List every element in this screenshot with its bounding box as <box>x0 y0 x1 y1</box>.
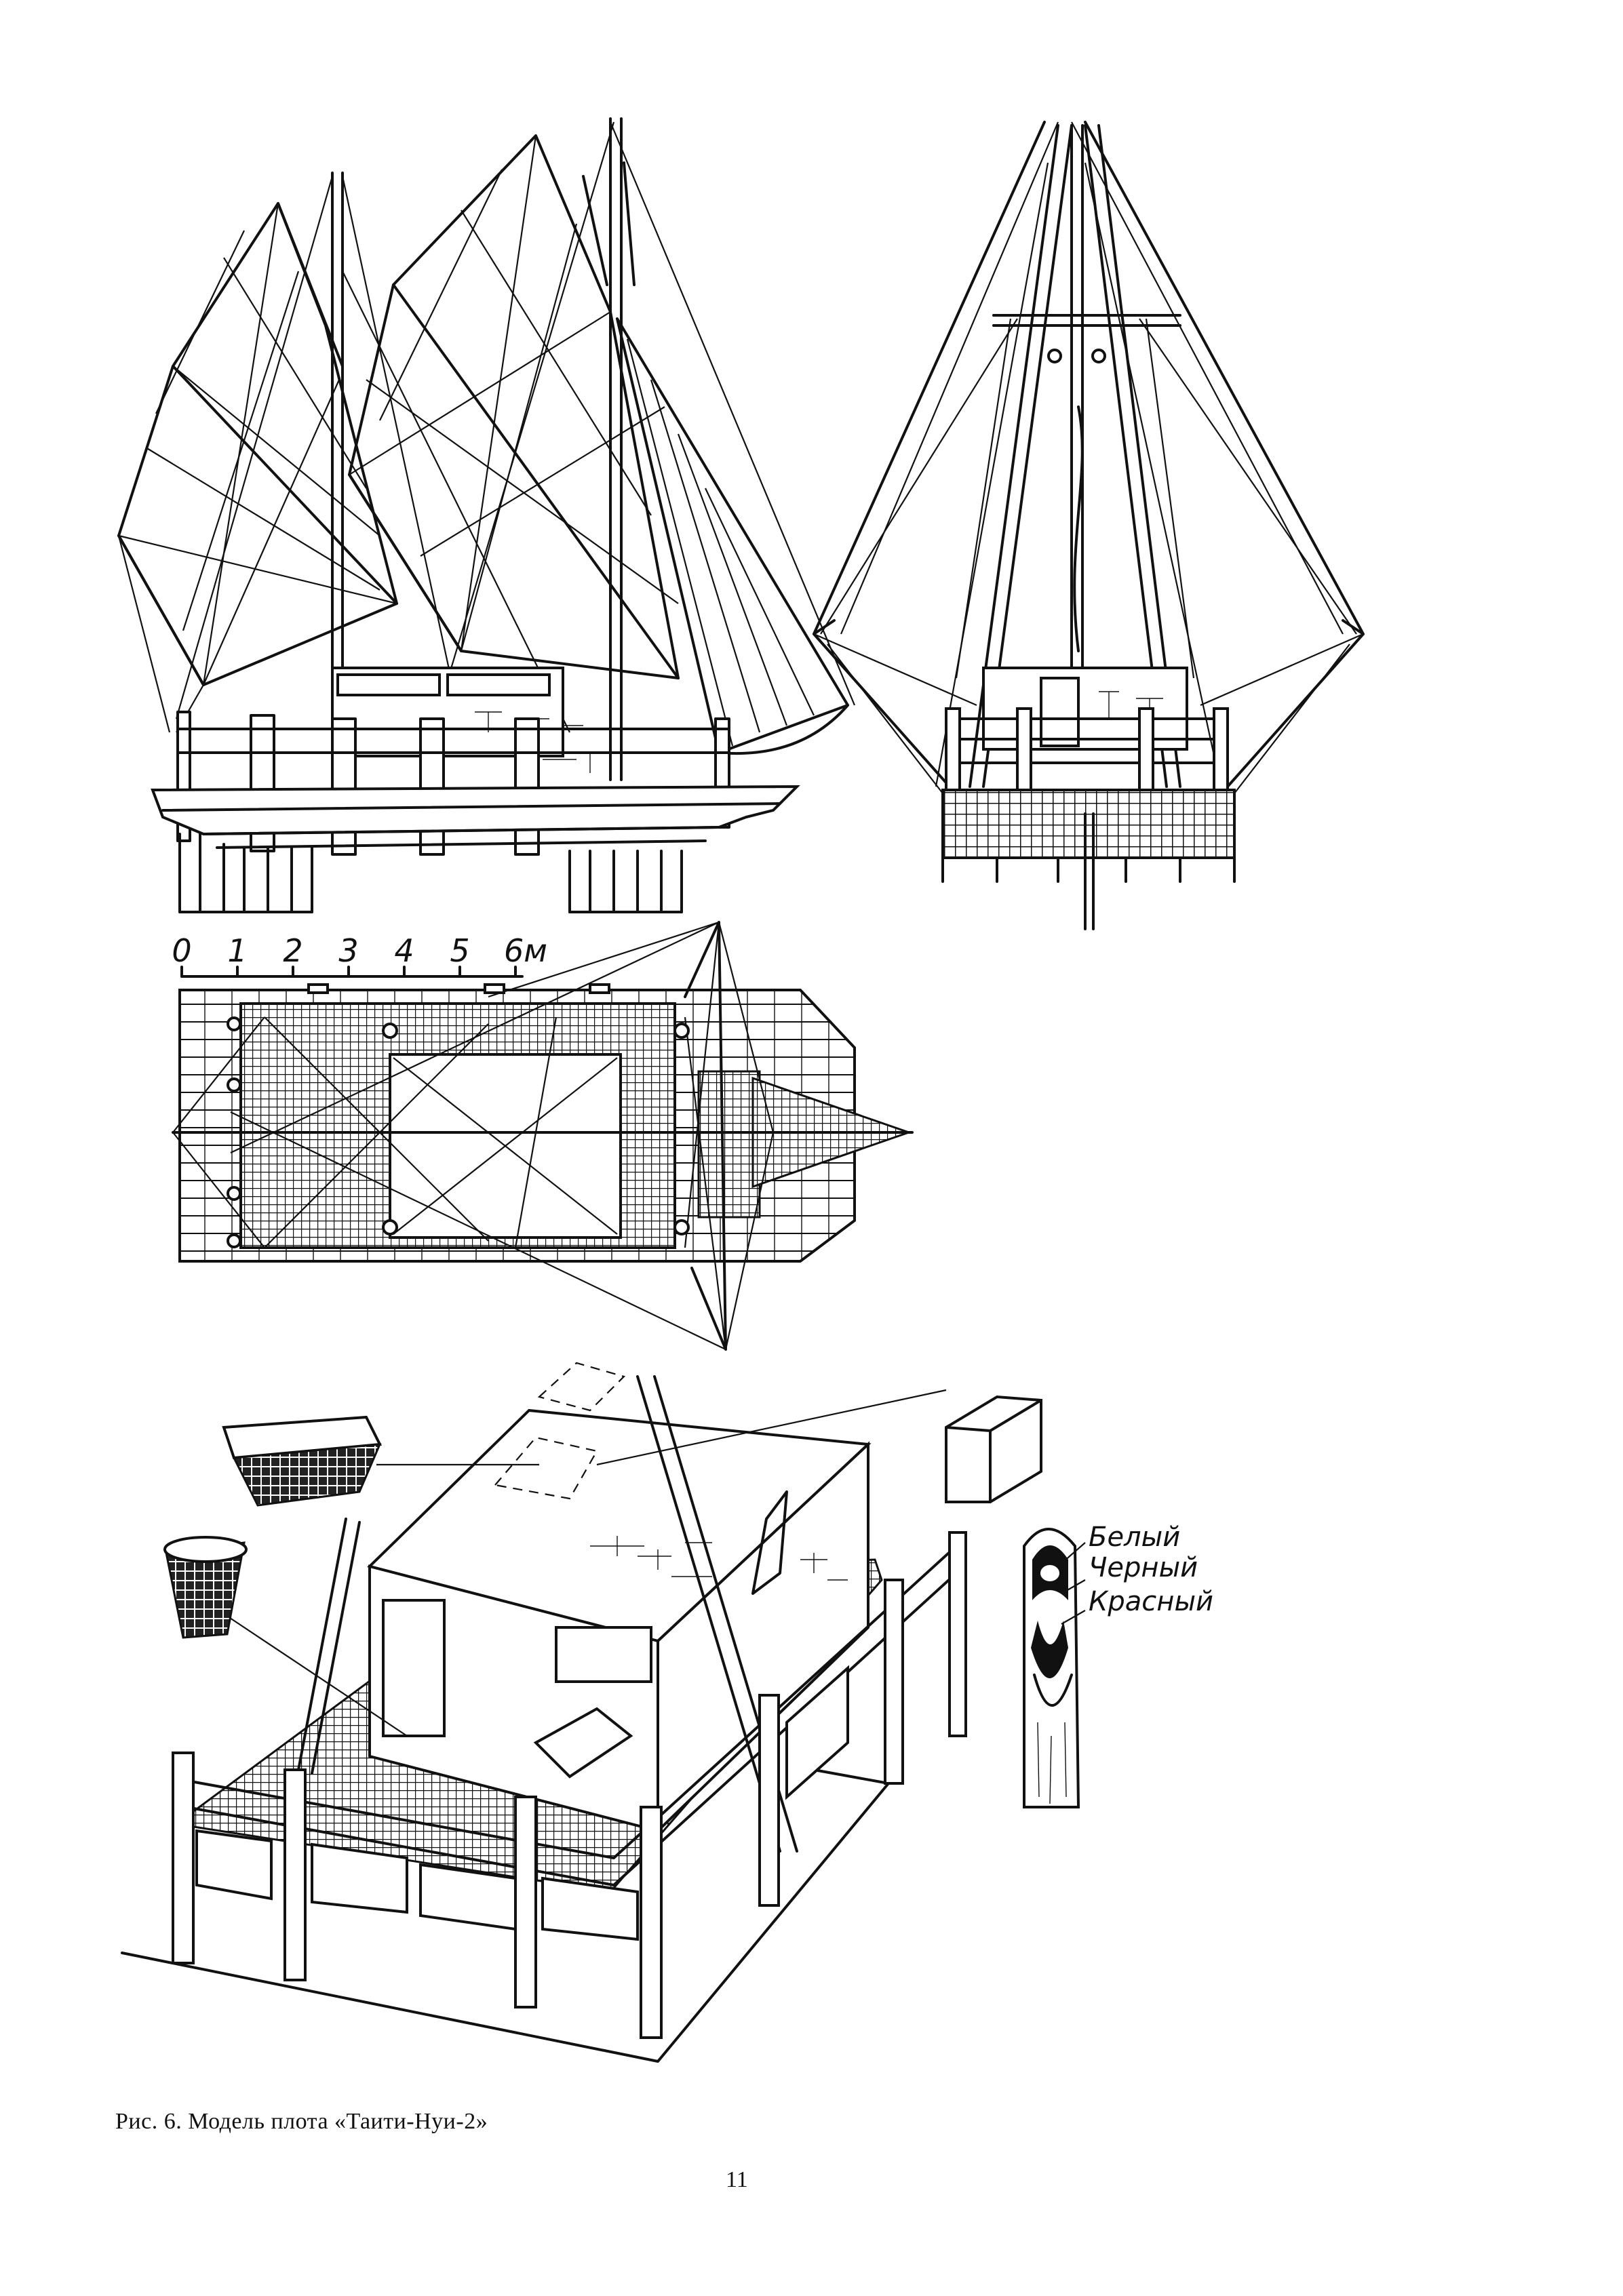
scale-tick-5: 5 <box>450 932 469 969</box>
carved-post: Белый Черный Красный <box>1023 1522 1213 1808</box>
perspective-base <box>121 1768 890 2063</box>
front-deckhouse <box>982 667 1188 751</box>
side-log-raft <box>151 785 800 836</box>
perspective-posts <box>172 1531 967 2039</box>
inset-wicker-chest <box>232 1443 382 1507</box>
legend-black: Черный <box>1089 1552 1198 1583</box>
page-number: 11 <box>726 2167 748 2192</box>
scale-tick-3: 3 <box>338 932 358 969</box>
plan-view <box>172 921 914 1351</box>
perspective-view <box>121 1362 1042 2063</box>
scale-tick-4: 4 <box>394 932 414 969</box>
legend-red: Красный <box>1089 1586 1213 1617</box>
scale-bar: 0 1 2 3 4 5 6м <box>172 932 547 978</box>
side-sail-jib <box>616 317 849 754</box>
figure-caption: Рис. 6. Модель плота «Таити-Нуи-2» <box>115 2109 488 2134</box>
front-view <box>813 121 1365 930</box>
front-crosstree <box>992 314 1181 327</box>
front-centreboard <box>1084 812 1095 930</box>
scale-tick-0: 0 <box>172 932 191 969</box>
front-log-ends <box>941 789 1236 859</box>
scale-tick-2: 2 <box>283 932 302 969</box>
side-mast-main <box>609 117 623 781</box>
perspective-window <box>555 1626 652 1683</box>
perspective-door <box>382 1599 446 1737</box>
side-view <box>117 117 856 913</box>
scale-tick-1: 1 <box>227 932 247 969</box>
perspective-steering-oar <box>297 1518 361 1775</box>
side-centreboards <box>178 833 683 913</box>
scale-tick-6m: 6м <box>504 932 547 969</box>
inset-box <box>945 1395 1042 1503</box>
legend-white: Белый <box>1089 1522 1180 1553</box>
